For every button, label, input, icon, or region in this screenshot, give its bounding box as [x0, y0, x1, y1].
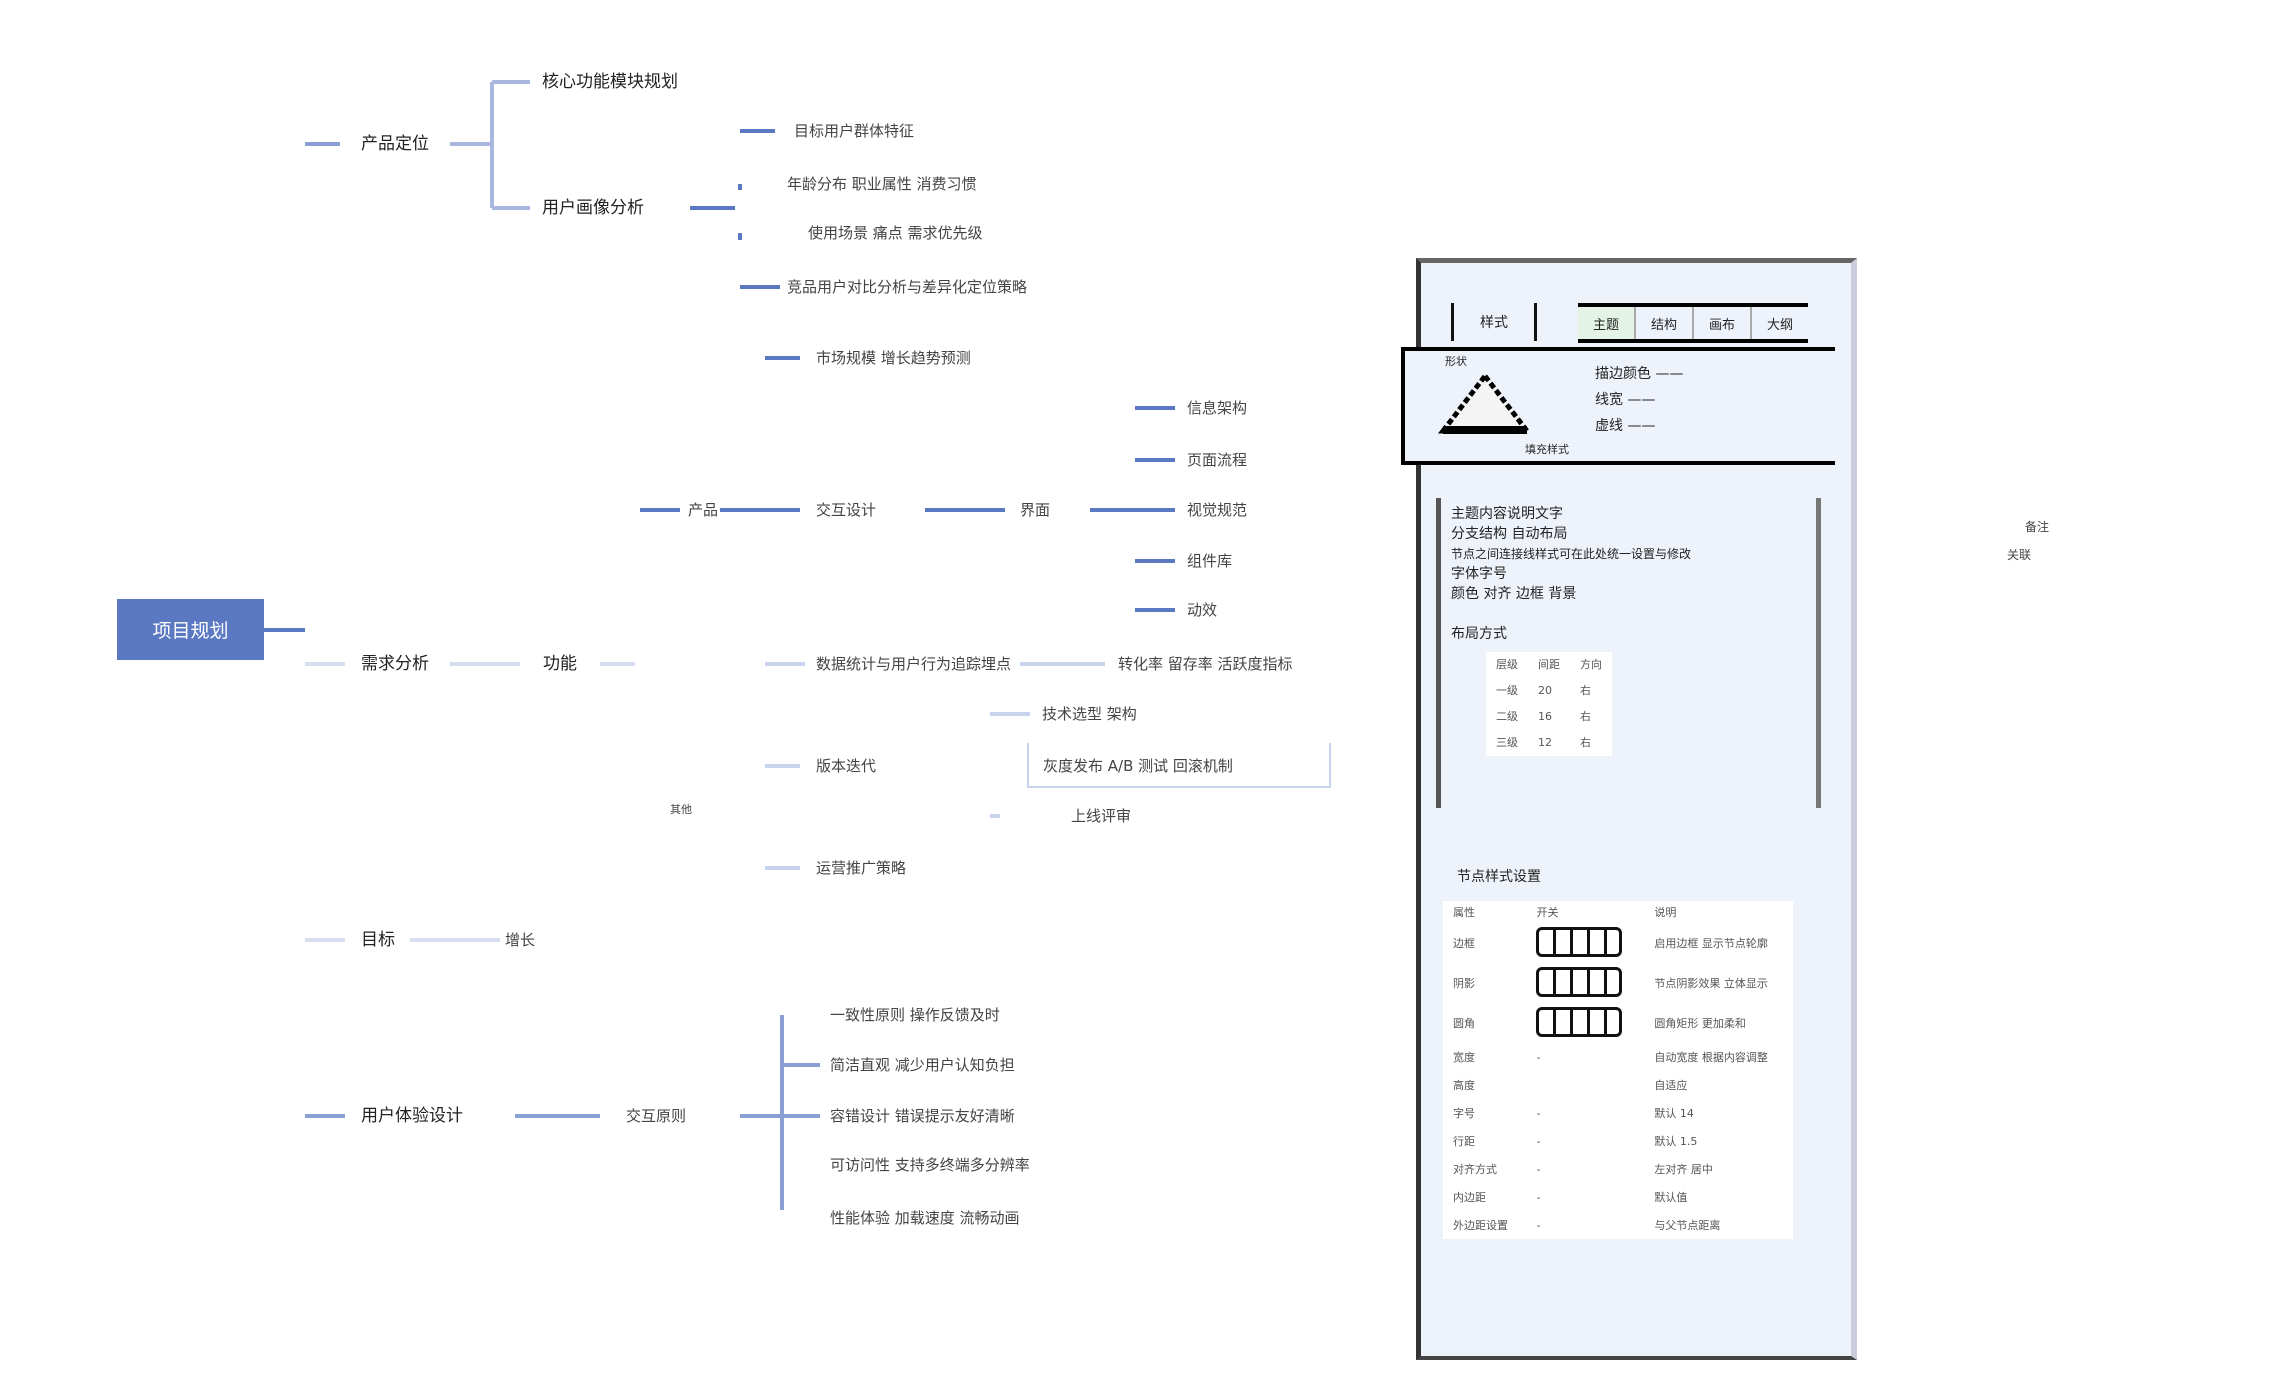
- toggle-switch[interactable]: [1536, 1006, 1623, 1037]
- tab-outline[interactable]: 大纲: [1750, 307, 1808, 339]
- side-note: 关联: [2007, 548, 2032, 562]
- node[interactable]: 一致性原则 操作反馈及时: [830, 1006, 1000, 1024]
- tab-theme[interactable]: 主题: [1578, 307, 1634, 339]
- node[interactable]: 上线评审: [1071, 807, 1132, 825]
- node[interactable]: 交互原则: [626, 1107, 687, 1125]
- node-style-table: 属性开关说明 边框启用边框 显示节点轮廓阴影节点阴影效果 立体显示圆角圆角矩形 …: [1443, 901, 1793, 1239]
- node[interactable]: 容错设计 错误提示友好清晰: [830, 1107, 1015, 1125]
- table-row[interactable]: 阴影节点阴影效果 立体显示: [1443, 963, 1793, 1003]
- node[interactable]: 使用场景 痛点 需求优先级: [808, 224, 983, 242]
- tab-canvas[interactable]: 画布: [1692, 307, 1750, 339]
- toggle-switch[interactable]: [1536, 966, 1623, 997]
- node[interactable]: 界面: [1020, 501, 1051, 519]
- node[interactable]: 核心功能模块规划: [542, 72, 678, 92]
- node-positioning[interactable]: 产品定位: [361, 134, 429, 154]
- node[interactable]: 版本迭代: [816, 757, 877, 775]
- node[interactable]: 转化率 留存率 活跃度指标: [1118, 655, 1293, 673]
- node[interactable]: 年龄分布 职业属性 消费习惯: [787, 175, 977, 193]
- side-note: 备注: [2025, 520, 2050, 534]
- node[interactable]: 信息架构: [1187, 399, 1248, 417]
- table-row[interactable]: 行距-默认 1.5: [1453, 1134, 1698, 1149]
- stroke-color-row[interactable]: 描边颜色 ——: [1595, 366, 1684, 382]
- node[interactable]: 简洁直观 减少用户认知负担: [830, 1056, 1015, 1074]
- selected-node-box[interactable]: [1027, 743, 1331, 788]
- node-analysis[interactable]: 需求分析: [361, 654, 429, 674]
- node[interactable]: 技术选型 架构: [1042, 705, 1137, 723]
- toggle-switch[interactable]: [1536, 926, 1623, 957]
- table-row[interactable]: 字号-默认 14: [1453, 1106, 1694, 1121]
- tab-structure[interactable]: 结构: [1634, 307, 1692, 339]
- table-row[interactable]: 内边距-默认值: [1453, 1190, 1688, 1205]
- text-block: 主题内容说明文字分支结构 自动布局节点之间连接线样式可在此处统一设置与修改字体字…: [1436, 498, 1821, 808]
- root-node[interactable]: 项目规划: [117, 599, 264, 660]
- node[interactable]: 用户画像分析: [542, 198, 644, 218]
- table-row[interactable]: 外边距设置-与父节点距离: [1453, 1218, 1721, 1233]
- node[interactable]: 视觉规范: [1187, 501, 1248, 519]
- table-row[interactable]: 宽度-自动宽度 根据内容调整: [1453, 1050, 1768, 1065]
- line-width-row[interactable]: 线宽 ——: [1595, 392, 1656, 408]
- style-button[interactable]: 样式: [1451, 303, 1537, 341]
- node[interactable]: 组件库: [1187, 552, 1233, 570]
- node[interactable]: 数据统计与用户行为追踪埋点: [816, 655, 1012, 673]
- node-goal[interactable]: 目标: [361, 930, 395, 950]
- section-title: 节点样式设置: [1457, 869, 1541, 885]
- node[interactable]: 产品: [688, 501, 719, 519]
- panel-tabs: 主题 结构 画布 大纲: [1578, 303, 1808, 343]
- table-row[interactable]: 圆角圆角矩形 更加柔和: [1443, 1003, 1793, 1043]
- node[interactable]: 页面流程: [1187, 451, 1248, 469]
- node[interactable]: 其他: [670, 803, 692, 816]
- node[interactable]: 动效: [1187, 601, 1218, 619]
- format-panel: 样式 主题 结构 画布 大纲 形状 填充样式 描边颜色 —— 线宽 —— 虚线 …: [1401, 258, 1857, 1360]
- table-row[interactable]: 边框启用边框 显示节点轮廓: [1443, 923, 1793, 963]
- node[interactable]: 交互设计: [816, 501, 877, 519]
- node[interactable]: 可访问性 支持多终端多分辨率: [830, 1156, 1030, 1174]
- node[interactable]: 运营推广策略: [816, 859, 907, 877]
- popup-caption: 形状: [1445, 355, 1467, 368]
- node[interactable]: 目标用户群体特征: [794, 122, 915, 140]
- table-row[interactable]: 对齐方式-左对齐 居中: [1453, 1162, 1713, 1177]
- node[interactable]: 功能: [543, 654, 577, 674]
- node[interactable]: 增长: [505, 931, 536, 949]
- triangle-shape-icon[interactable]: [1435, 371, 1535, 436]
- node[interactable]: 市场规模 增长趋势预测: [816, 349, 971, 367]
- table-row[interactable]: 高度自适应: [1453, 1079, 1688, 1092]
- subheading: 布局方式: [1451, 626, 1507, 642]
- popup-caption: 填充样式: [1525, 443, 1569, 456]
- shape-popup: 形状 填充样式 描边颜色 —— 线宽 —— 虚线 ——: [1401, 347, 1835, 465]
- node[interactable]: 竞品用户对比分析与差异化定位策略: [787, 278, 1028, 296]
- dash-row[interactable]: 虚线 ——: [1595, 418, 1656, 434]
- node-ux[interactable]: 用户体验设计: [361, 1106, 463, 1126]
- node-selected[interactable]: 灰度发布 A/B 测试 回滚机制: [1043, 757, 1233, 775]
- node[interactable]: 性能体验 加载速度 流畅动画: [830, 1209, 1020, 1227]
